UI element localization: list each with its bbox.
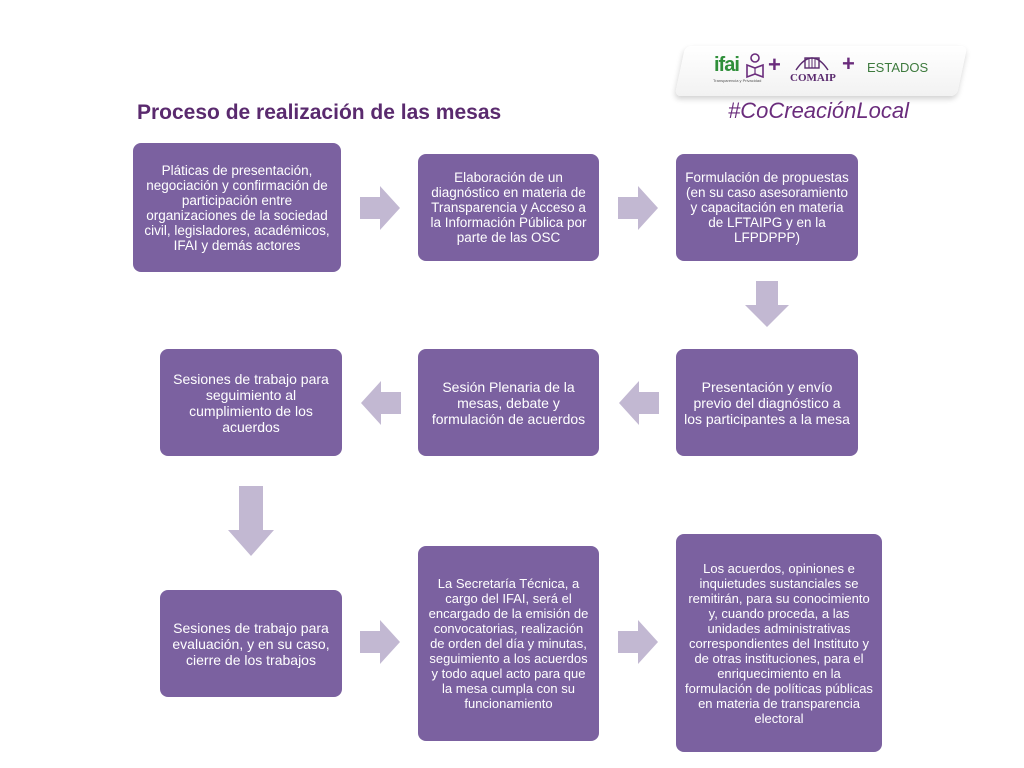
step-text-2: Elaboración de un diagnóstico en materia… xyxy=(430,170,587,245)
arrow-down-icon xyxy=(745,281,789,327)
ifai-logo: ifai xyxy=(714,54,740,76)
arrow-right-icon xyxy=(360,620,400,664)
page-title: Proceso de realización de las mesas xyxy=(137,101,502,124)
step-box-3: Formulación de propuestas (en su caso as… xyxy=(676,154,858,261)
estados-label: ESTADOS xyxy=(867,60,929,75)
plus-sign: + xyxy=(768,52,781,77)
step-box-7: Sesiones de trabajo para evaluación, y e… xyxy=(160,590,342,697)
arrow-down-icon xyxy=(228,486,274,556)
step-box-4: Presentación y envío previo del diagnóst… xyxy=(676,349,858,456)
step-box-2: Elaboración de un diagnóstico en materia… xyxy=(418,154,599,261)
arrow-right-icon xyxy=(618,620,658,664)
step-box-8: La Secretaría Técnica, a cargo del IFAI,… xyxy=(418,546,599,741)
person-reading-icon xyxy=(746,53,764,79)
step-box-5: Sesión Plenaria de la mesas, debate y fo… xyxy=(418,349,599,456)
step-text-3: Formulación de propuestas (en su caso as… xyxy=(685,170,849,245)
step-box-1: Pláticas de presentación, negociación y … xyxy=(133,143,341,272)
step-text-1: Pláticas de presentación, negociación y … xyxy=(144,162,330,253)
step-text-5: Sesión Plenaria de la mesas, debate y fo… xyxy=(431,378,586,427)
step-text-6: Sesiones de trabajo para seguimiento al … xyxy=(173,370,329,435)
step-text-7: Sesiones de trabajo para evaluación, y e… xyxy=(172,619,330,668)
step-text-4: Presentación y envío previo del diagnóst… xyxy=(684,378,850,427)
arrow-left-icon xyxy=(619,381,659,425)
step-text-9: Los acuerdos, opiniones e inquietudes su… xyxy=(685,560,873,726)
plus-sign: + xyxy=(842,51,855,76)
step-box-9: Los acuerdos, opiniones e inquietudes su… xyxy=(676,534,882,752)
arrow-right-icon xyxy=(360,186,400,230)
ifai-logo-subtitle: Transparencia y Privacidad xyxy=(713,78,762,83)
arrow-left-icon xyxy=(361,381,401,425)
comaip-logo: COMAIP xyxy=(790,72,836,84)
comaip-emblem-icon xyxy=(795,57,829,71)
hashtag: #CoCreaciónLocal xyxy=(728,98,909,123)
arrow-right-icon xyxy=(618,186,658,230)
step-text-8: La Secretaría Técnica, a cargo del IFAI,… xyxy=(428,576,589,711)
step-box-6: Sesiones de trabajo para seguimiento al … xyxy=(160,349,342,456)
